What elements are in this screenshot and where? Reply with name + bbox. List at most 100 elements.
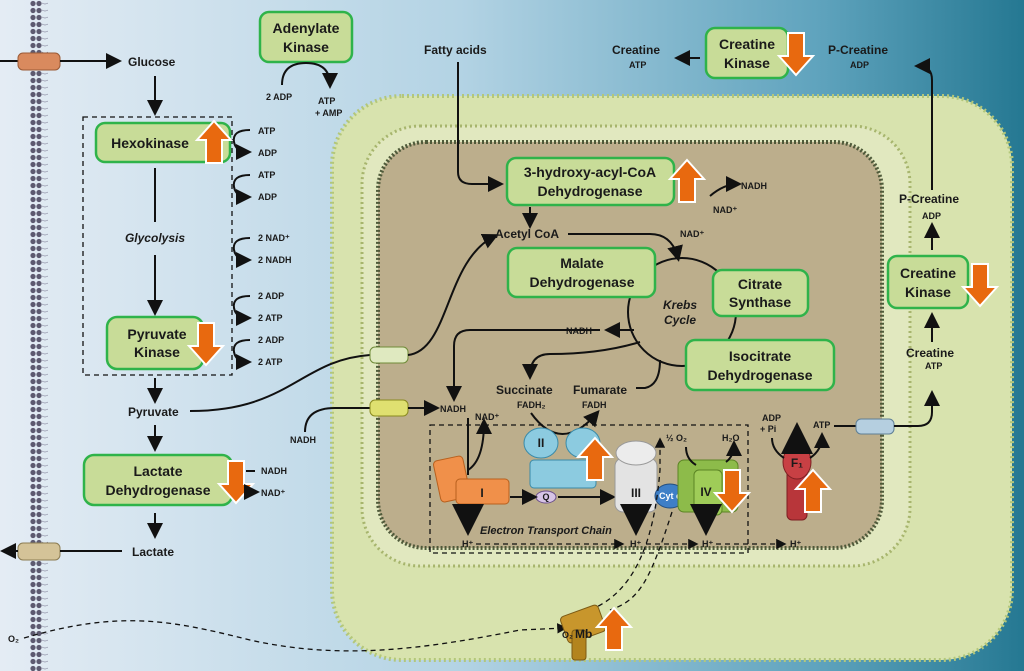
etc-label: Electron Transport Chain: [480, 525, 612, 537]
h2o-label: H₂O: [722, 433, 740, 443]
lactate-dehydrogenase-enzyme: Lactate Dehydrogenase NADH NAD⁺: [82, 453, 287, 507]
proton-label: H⁺: [790, 539, 801, 549]
up-regulation-arrow-icon: [667, 158, 707, 203]
svg-text:O₂: O₂: [562, 630, 573, 640]
svg-text:ATP: ATP: [318, 96, 335, 106]
atp-synthase: F₁: [781, 422, 833, 521]
myoglobin: O₂ Mb: [560, 604, 634, 661]
svg-text:II: II: [538, 436, 545, 450]
svg-text:Dehydrogenase: Dehydrogenase: [529, 274, 634, 290]
glycolysis-label: Glycolysis: [125, 231, 185, 245]
svg-text:NAD⁺: NAD⁺: [261, 488, 285, 498]
svg-text:ADP: ADP: [258, 148, 277, 158]
svg-text:Isocitrate: Isocitrate: [729, 348, 791, 364]
svg-text:Citrate: Citrate: [738, 276, 783, 292]
fatty-acids-label: Fatty acids: [424, 43, 487, 57]
svg-text:III: III: [631, 486, 641, 500]
krebs-nad-label: NAD⁺: [680, 229, 704, 239]
atp-mito-label: ATP: [925, 361, 942, 371]
krebs-label: Krebs: [663, 298, 697, 312]
fadh2-label: FADH₂: [517, 400, 546, 410]
q-label: Q: [542, 492, 549, 502]
atp-synthase-atp-label: ATP: [813, 420, 830, 430]
glucose-label: Glucose: [128, 55, 176, 69]
complex-iv: IV: [677, 459, 752, 516]
creatine-kinase-cyto-enzyme: Creatine Kinase: [704, 26, 816, 80]
hadh-enzyme: 3-hydroxy-acyl-CoA Dehydrogenase: [505, 156, 707, 207]
down-regulation-arrow-icon: [712, 469, 752, 514]
svg-text:Dehydrogenase: Dehydrogenase: [105, 482, 210, 498]
svg-text:2 ATP: 2 ATP: [258, 313, 283, 323]
svg-text:Malate: Malate: [560, 255, 604, 271]
svg-text:NADH: NADH: [261, 466, 287, 476]
hadh-nadh-label: NADH: [741, 181, 767, 191]
svg-text:2 ADP: 2 ADP: [258, 335, 284, 345]
cell-membrane: [30, 0, 48, 671]
adp-mito-label: ADP: [922, 211, 941, 221]
svg-text:2 NADH: 2 NADH: [258, 255, 292, 265]
o2-label: O₂: [8, 634, 19, 644]
acetyl-coa-label: Acetyl CoA: [495, 227, 559, 241]
svg-text:Kinase: Kinase: [283, 39, 329, 55]
proton-arrows: [452, 504, 722, 536]
svg-text:Adenylate: Adenylate: [273, 20, 340, 36]
succinate-label: Succinate: [496, 383, 553, 397]
svg-text:Lactate: Lactate: [133, 463, 182, 479]
adp-cyto-label: ADP: [850, 60, 869, 70]
svg-text:Pyruvate: Pyruvate: [127, 326, 186, 342]
citrate-synthase-enzyme: Citrate Synthase: [711, 268, 810, 318]
nadh-cytosol-label: NADH: [290, 435, 316, 445]
pyruvate-transporter: [369, 346, 409, 364]
proton-label: H⁺: [630, 539, 641, 549]
complex-ii: II: [523, 427, 615, 489]
pyruvate-kinase-enzyme: Pyruvate Kinase: [105, 315, 226, 371]
svg-text:2 ADP: 2 ADP: [266, 92, 292, 102]
glycolysis-cofactors: ATP ADP ATP ADP 2 NAD⁺ 2 NADH 2 ADP 2 ATP 2 …: [232, 126, 292, 370]
pyruvate-label: Pyruvate: [128, 405, 179, 419]
svg-text:Synthase: Synthase: [729, 294, 791, 310]
electron-transport-chain-box: [429, 424, 749, 554]
hexokinase-enzyme: Hexokinase: [94, 119, 234, 164]
svg-text:Kinase: Kinase: [905, 284, 951, 300]
adp-label: ADP: [762, 413, 781, 423]
down-regulation-arrow-icon: [776, 32, 816, 77]
svg-text:2 ADP: 2 ADP: [258, 291, 284, 301]
svg-text:Creatine: Creatine: [719, 36, 775, 52]
nadh-shuttle-transporter: [369, 399, 409, 417]
atp-translocase: [855, 418, 895, 435]
svg-text:ATP: ATP: [258, 170, 275, 180]
adenylate-kinase-enzyme: Adenylate Kinase 2 ADP ATP + AMP: [258, 10, 354, 118]
pi-label: + Pi: [760, 424, 776, 434]
malate-dehydrogenase-enzyme: Malate Dehydrogenase: [506, 246, 657, 299]
atp-cyto-label: ATP: [629, 60, 646, 70]
svg-text:Kinase: Kinase: [724, 55, 770, 71]
proton-label: H⁺: [702, 539, 713, 549]
svg-text:Dehydrogenase: Dehydrogenase: [537, 183, 642, 199]
svg-text:Mb: Mb: [575, 627, 592, 641]
cyt-c-label: Cyt c: [659, 491, 681, 501]
half-o2-label: ½ O₂: [666, 433, 687, 443]
creatine-cyto-label: Creatine: [612, 43, 660, 57]
svg-text:ADP: ADP: [258, 192, 277, 202]
svg-text:I: I: [480, 486, 483, 500]
p-creatine-mito-label: P-Creatine: [899, 192, 959, 206]
glucose-transporter: [0, 52, 122, 71]
svg-text:Hexokinase: Hexokinase: [111, 135, 189, 151]
glycolysis-box: [82, 116, 233, 376]
svg-text:IV: IV: [700, 485, 711, 499]
svg-text:2 NAD⁺: 2 NAD⁺: [258, 233, 290, 243]
svg-text:3-hydroxy-acyl-CoA: 3-hydroxy-acyl-CoA: [524, 164, 656, 180]
svg-text:Kinase: Kinase: [134, 344, 180, 360]
svg-text:F₁: F₁: [791, 456, 803, 470]
up-regulation-arrow-icon: [194, 119, 234, 164]
svg-text:+ AMP: + AMP: [315, 108, 342, 118]
krebs-label-2: Cycle: [664, 313, 696, 327]
svg-text:ATP: ATP: [258, 126, 275, 136]
creatine-kinase-mito-enzyme: Creatine Kinase: [886, 254, 1000, 310]
nadh-matrix-label: NADH: [440, 404, 466, 414]
hadh-nad-label: NAD⁺: [713, 205, 737, 215]
down-regulation-arrow-icon: [960, 263, 1000, 308]
up-regulation-arrow-icon: [594, 606, 634, 651]
fadh-label: FADH: [582, 400, 607, 410]
